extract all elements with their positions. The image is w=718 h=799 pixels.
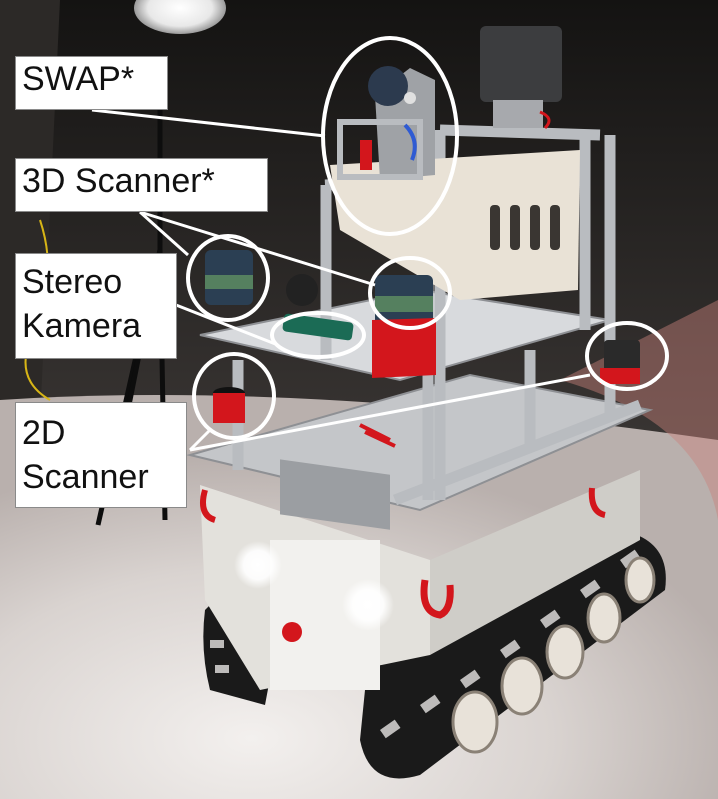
track-treads [210, 549, 641, 739]
scanner-3d-left-circle [186, 234, 270, 322]
label-swap-text: SWAP* [22, 60, 135, 98]
laser-scanner-mount [493, 100, 543, 128]
swap-frame [337, 119, 423, 180]
label-stereo-kamera: Stereo Kamera [15, 253, 177, 359]
chassis-side [430, 470, 640, 655]
red-handle-right [420, 579, 454, 619]
red-wire-top [539, 110, 551, 130]
label-stereo-line1: Stereo [22, 263, 123, 301]
callout-lines [91, 108, 591, 452]
sick-scanner-right-base [600, 368, 640, 384]
board-slots [490, 205, 560, 250]
emergency-stop [282, 622, 302, 642]
scanner-3d-right-circle [368, 256, 452, 330]
label-3d-scanner-text: 3D Scanner* [22, 162, 215, 200]
callout-circles [186, 36, 669, 440]
red-mount [372, 318, 436, 378]
red-cables [359, 423, 396, 448]
swap-motor [368, 66, 408, 106]
stereo-camera [282, 313, 354, 341]
red-handle-side [588, 487, 606, 518]
back-board [330, 150, 580, 300]
red-handle-left [200, 489, 217, 523]
laser-scanner-body [480, 26, 562, 102]
swap-circle [321, 36, 459, 236]
heatsink [280, 459, 390, 530]
headlight-right [342, 579, 394, 631]
swap-blue-cable [403, 123, 417, 161]
scanner-2d-left-circle [192, 352, 276, 440]
label-swap: SWAP* [15, 56, 168, 110]
label-stereo-line2: Kamera [22, 307, 142, 345]
ceiling-lamp [134, 0, 226, 34]
headlight-left [234, 541, 282, 589]
camera-lens [286, 274, 318, 306]
swap-hub [404, 92, 416, 104]
label-2d-scanner: 2D Scanner [15, 402, 187, 508]
scanner-2d-right-circle [585, 321, 669, 391]
label-2d-line1: 2D [22, 414, 66, 452]
track-wheels [451, 556, 656, 754]
label-3d-scanner: 3D Scanner* [15, 158, 268, 212]
swap-red-part [360, 140, 372, 170]
stereo-camera-circle [270, 311, 366, 359]
label-2d-line2: Scanner [22, 458, 149, 496]
velodyne-right-band [375, 296, 433, 312]
velodyne-left-band [205, 275, 253, 289]
sick-scanner-left [213, 393, 245, 423]
